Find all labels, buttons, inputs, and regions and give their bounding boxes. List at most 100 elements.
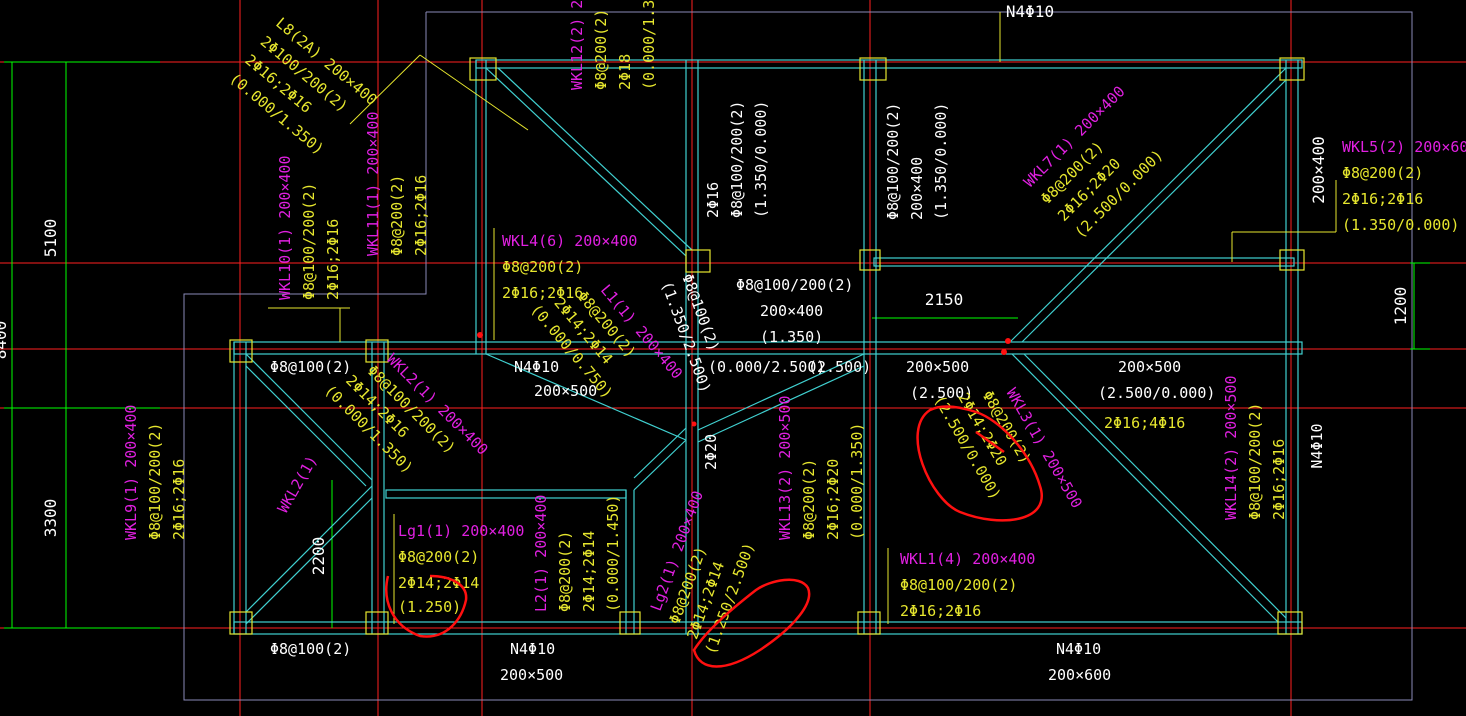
lg1-bars: 2Φ14;2Φ14 xyxy=(398,574,479,592)
wkl5-stirrup: Φ8@200(2) xyxy=(1342,164,1423,182)
vert-2phi20: 2Φ20 xyxy=(702,434,720,470)
l2-bars: 2Φ14;2Φ14 xyxy=(580,531,598,612)
mid-size: 200×400 xyxy=(760,302,823,320)
top-mid-elev: (1.350/0.000) xyxy=(752,101,770,218)
wkl1-bars: 2Φ16;2Φ16 xyxy=(900,602,981,620)
mid-stirrup: Φ8@100/200(2) xyxy=(736,276,853,294)
dim-5100: 5100 xyxy=(41,219,60,258)
beam-wkl13-label: WKL13(2) 200×500 Φ8@200(2) 2Φ16;2Φ20 (0.… xyxy=(776,396,866,541)
top-right-elev: (1.350/0.000) xyxy=(932,103,950,220)
columns xyxy=(229,57,1305,635)
dimension-texts: 8400 5100 3300 2200 2150 1200 200×400 N4… xyxy=(0,2,1410,575)
wkl9-name: WKL9(1) 200×400 xyxy=(122,405,140,540)
top-note: N4Φ10 xyxy=(1006,2,1054,21)
n4-right-label: N4Φ10 xyxy=(1308,423,1326,468)
beam-wkl4-label: WKL4(6) 200×400 Φ8@200(2) 2Φ16;2Φ16 xyxy=(502,232,637,302)
vert-2phi20-text: 2Φ20 xyxy=(702,434,720,470)
wkl1-name: WKL1(4) 200×400 xyxy=(900,550,1035,568)
n4-right: N4Φ10 xyxy=(1308,423,1326,468)
n4-bottom-right: N4Φ10 xyxy=(1056,640,1101,658)
r-elev: (2.500) xyxy=(910,384,973,402)
l2-elev: (0.000/1.450) xyxy=(604,495,622,612)
beam-wkl7-label: WKL7(1) 200×400 Φ8@200(2) 2Φ16;2Φ20 (2.5… xyxy=(1020,82,1167,241)
beam-l8-label: L8(2A) 200×400 2Φ100/200(2) 2Φ16;2Φ16 (0… xyxy=(226,14,381,158)
beam-wkl14-label: WKL14(2) 200×500 Φ8@100/200(2) 2Φ16;2Φ16 xyxy=(1222,376,1288,521)
wkl11-stirrup: Φ8@200(2) xyxy=(388,175,406,256)
beam-lines xyxy=(233,59,1303,635)
phi8-100-bottom: Φ8@100(2) xyxy=(270,640,351,658)
lg1-name: Lg1(1) 200×400 xyxy=(398,522,524,540)
top-mid-bars: 2Φ16 xyxy=(704,182,722,218)
wkl13-stirrup: Φ8@200(2) xyxy=(800,459,818,540)
red-markup xyxy=(385,405,1043,668)
beam-wkl5-label: WKL5(2) 200×60 Φ8@200(2) 2Φ16;2Φ16 (1.35… xyxy=(1342,138,1466,234)
lg1-elev: (1.250) xyxy=(398,598,461,616)
dim-8400: 8400 xyxy=(0,321,10,360)
dim-2200: 2200 xyxy=(309,537,328,576)
rr-bars: 2Φ16;4Φ16 xyxy=(1104,414,1185,432)
beam-wkl12-label: WKL12(2) 20 Φ8@200(2) 2Φ18 (0.000/1.350 xyxy=(568,0,658,90)
wkl12-elev: (0.000/1.350 xyxy=(640,0,658,90)
wkl14-stirrup: Φ8@100/200(2) xyxy=(1246,403,1264,520)
wkl14-bars: 2Φ16;2Φ16 xyxy=(1270,439,1288,520)
rr-bars-label: 2Φ16;4Φ16 xyxy=(1104,414,1185,432)
wkl11-name: WKL11(1) 200×400 xyxy=(364,112,382,257)
wkl4-stirrup: Φ8@200(2) xyxy=(502,258,583,276)
wkl13-bars: 2Φ16;2Φ20 xyxy=(824,459,842,540)
mid-elev: (1.350) xyxy=(760,328,823,346)
top-mid-stirrup: Φ8@100/200(2) xyxy=(728,101,746,218)
n4-bottom-size: 200×500 xyxy=(500,666,563,684)
wall-outline xyxy=(183,11,1413,701)
elev-a: (0.000/2.500) xyxy=(708,358,825,376)
l2-stirrup: Φ8@200(2) xyxy=(556,531,574,612)
wkl5-bars: 2Φ16;2Φ16 xyxy=(1342,190,1423,208)
wkl14-name: WKL14(2) 200×500 xyxy=(1222,376,1240,521)
wkl5-name: WKL5(2) 200×60 xyxy=(1342,138,1466,156)
wkl13-elev: (0.000/1.350) xyxy=(848,423,866,540)
beam-wkl1-label: WKL1(4) 200×400 Φ8@100/200(2) 2Φ16;2Φ16 xyxy=(900,550,1035,620)
top-right-size: 200×400 xyxy=(908,157,926,220)
top-mid-labels: 2Φ16 Φ8@100/200(2) (1.350/0.000) xyxy=(704,101,770,218)
beam-l2-label: L2(1) 200×400 Φ8@200(2) 2Φ14;2Φ14 (0.000… xyxy=(532,495,622,612)
dim-1200: 1200 xyxy=(1391,287,1410,326)
wkl4-bars: 2Φ16;2Φ16 xyxy=(502,284,583,302)
n4-bottom-right-size: 200×600 xyxy=(1048,666,1111,684)
wkl12-bars: 2Φ18 xyxy=(616,54,634,90)
wkl10-stirrup: Φ8@100/200(2) xyxy=(300,183,318,300)
dim-right-size: 200×400 xyxy=(1309,136,1328,203)
l2-name: L2(1) 200×400 xyxy=(532,495,550,612)
dim-2150: 2150 xyxy=(925,290,964,309)
wkl11-bars: 2Φ16;2Φ16 xyxy=(412,175,430,256)
beam-wkl9-label: WKL9(1) 200×400 Φ8@100/200(2) 2Φ16;2Φ16 xyxy=(122,405,188,540)
beam-wkl2b-label: WKL2(1) xyxy=(274,452,321,516)
wkl9-stirrup: Φ8@100/200(2) xyxy=(146,423,164,540)
leader-lines xyxy=(268,12,1337,624)
rr-size: 200×500 xyxy=(1118,358,1181,376)
mid-labels: Φ8@100/200(2) 200×400 (1.350) Φ8@100(2) … xyxy=(270,276,1215,684)
r-size: 200×500 xyxy=(906,358,969,376)
wkl10-name: WKL10(1) 200×400 xyxy=(276,156,294,301)
wkl1-stirrup: Φ8@100/200(2) xyxy=(900,576,1017,594)
elev-b: (2.500) xyxy=(808,358,871,376)
wkl9-bars: 2Φ16;2Φ16 xyxy=(170,459,188,540)
wkl10-bars: 2Φ16;2Φ16 xyxy=(324,219,342,300)
wkl5-elev: (1.350/0.000) xyxy=(1342,216,1459,234)
top-right-stirrup: Φ8@100/200(2) xyxy=(884,103,902,220)
top-right-labels: Φ8@100/200(2) 200×400 (1.350/0.000) xyxy=(884,103,950,220)
beam-lg1-label: Lg1(1) 200×400 Φ8@200(2) 2Φ14;2Φ14 (1.25… xyxy=(398,522,524,616)
beam-wkl10-label: WKL10(1) 200×400 Φ8@100/200(2) 2Φ16;2Φ16 xyxy=(276,156,342,301)
wkl4-name: WKL4(6) 200×400 xyxy=(502,232,637,250)
n4-bottom: N4Φ10 xyxy=(510,640,555,658)
beam-lg2-label: Lg2(1) 200×400 Φ8@200(2) 2Φ14;2Φ14 (1.25… xyxy=(647,488,759,656)
wkl13-name: WKL13(2) 200×500 xyxy=(776,396,794,541)
dimension-lines xyxy=(4,61,1430,629)
wkl12-stirrup: Φ8@200(2) xyxy=(592,9,610,90)
n4-mid: N4Φ10 xyxy=(514,358,559,376)
rr-elev: (2.500/0.000) xyxy=(1098,384,1215,402)
phi8-100-left: Φ8@100(2) xyxy=(270,358,351,376)
wkl12-name: WKL12(2) 20 xyxy=(568,0,586,90)
dim-3300: 3300 xyxy=(41,499,60,538)
